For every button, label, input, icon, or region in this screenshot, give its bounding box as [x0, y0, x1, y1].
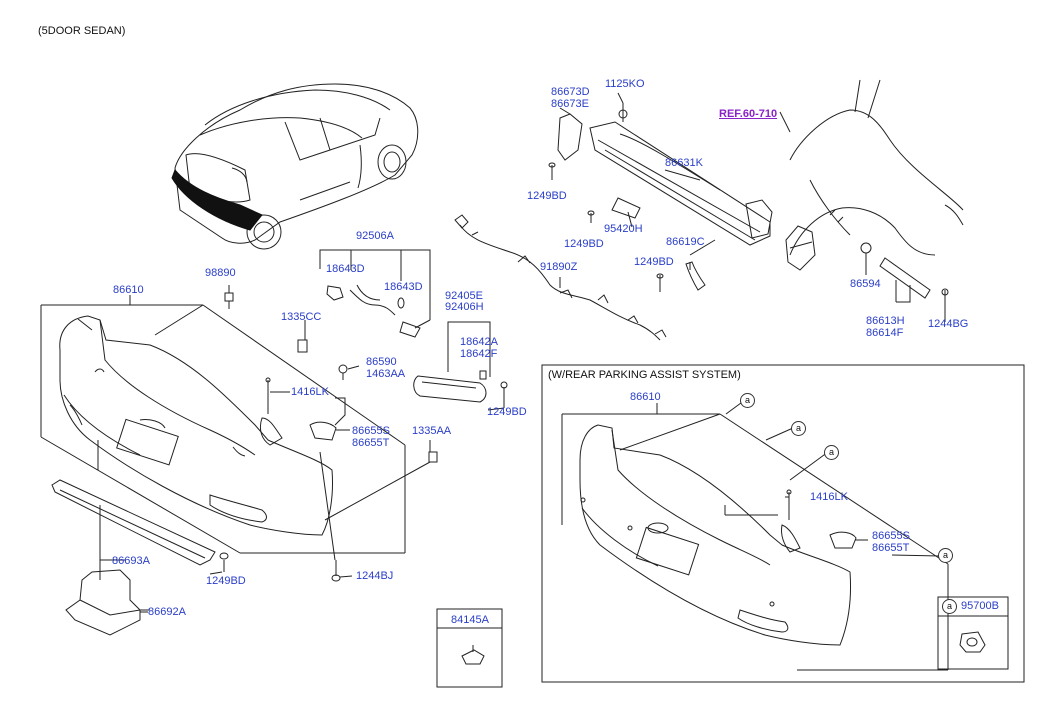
callout-92506A[interactable]: 92506A [356, 230, 394, 242]
callout-1335AA[interactable]: 1335AA [412, 425, 452, 437]
callout-1244BJ[interactable]: 1244BJ [356, 570, 394, 582]
car-overview-illustration [171, 83, 419, 250]
model-variant-caption: (5DOOR SEDAN) [38, 25, 126, 37]
callout-18643D-left[interactable]: 18643D [326, 263, 365, 275]
callout-1249BD-beam-right[interactable]: 1249BD [634, 256, 674, 268]
sensor-marker-a: a [942, 599, 957, 614]
callout-86673D[interactable]: 86673D [551, 86, 590, 98]
callout-86619C[interactable]: 86619C [666, 236, 705, 248]
callout-1125KO[interactable]: 1125KO [605, 78, 645, 90]
rear-harness-91890Z [454, 214, 667, 341]
callout-1249BD-lamp[interactable]: 1249BD [487, 406, 527, 418]
callout-92406H[interactable]: 92406H [445, 301, 484, 313]
callout-18642A[interactable]: 18642A [460, 336, 498, 348]
callout-1335CC[interactable]: 1335CC [281, 311, 322, 323]
inset-95700B [937, 596, 1009, 670]
callout-86673E[interactable]: 86673E [551, 98, 589, 110]
callout-86610-parking[interactable]: 86610 [630, 391, 661, 403]
callout-leader-lines [100, 92, 868, 613]
callout-86590[interactable]: 86590 [366, 356, 397, 368]
parking-assist-section-title: (W/REAR PARKING ASSIST SYSTEM) [548, 369, 741, 381]
callout-86610[interactable]: 86610 [113, 284, 144, 296]
fastener-drawings [219, 292, 438, 582]
callout-1249BD-bracket[interactable]: 1249BD [206, 575, 246, 587]
callout-18642F[interactable]: 18642F [460, 348, 498, 360]
bumper-impact-beam [548, 103, 773, 292]
callout-1416LK-parking[interactable]: 1416LK [810, 491, 848, 503]
rear-reflector-lamp [413, 321, 508, 408]
callout-18643D-right[interactable]: 18643D [384, 281, 423, 293]
callout-86594[interactable]: 86594 [850, 278, 881, 290]
rear-bumper-cover [59, 315, 333, 536]
callout-86693A[interactable]: 86693A [112, 555, 150, 567]
callout-86655T-parking[interactable]: 86655T [872, 542, 910, 554]
callout-86613H[interactable]: 86613H [866, 315, 905, 327]
sensor-marker-a[interactable]: a [740, 393, 755, 408]
callout-95700B[interactable]: 95700B [961, 600, 999, 612]
parking-assist-section-frame [541, 364, 1025, 683]
quarter-panel-illustration [779, 79, 964, 322]
callout-86692A[interactable]: 86692A [148, 606, 186, 618]
callout-1249BD-beam-left[interactable]: 1249BD [527, 190, 567, 202]
reference-link-60-710[interactable]: REF.60-710 [719, 108, 778, 120]
callout-86655S[interactable]: 86655S [352, 425, 390, 437]
callout-91890Z[interactable]: 91890Z [540, 261, 578, 273]
callout-1416LK[interactable]: 1416LK [291, 386, 329, 398]
callout-86655T[interactable]: 86655T [352, 437, 390, 449]
sensor-marker-a[interactable]: a [938, 548, 953, 563]
callout-86631K[interactable]: 86631K [665, 157, 703, 169]
callout-1463AA[interactable]: 1463AA [366, 368, 406, 380]
inset-84145A [436, 608, 503, 688]
callout-92405E[interactable]: 92405E [445, 290, 483, 302]
parking-bumper-cover [579, 424, 857, 646]
sensor-marker-a[interactable]: a [791, 421, 806, 436]
callout-1249BD-beam-mid[interactable]: 1249BD [564, 238, 604, 250]
callout-1244BG[interactable]: 1244BG [928, 318, 969, 330]
callout-86614F[interactable]: 86614F [866, 327, 904, 339]
callout-98890[interactable]: 98890 [205, 267, 236, 279]
wiring-harness-92506A [319, 249, 431, 338]
callout-84145A[interactable]: 84145A [451, 614, 489, 626]
sensor-marker-a[interactable]: a [824, 445, 839, 460]
main-bumper-assembly-frame [40, 295, 406, 554]
lower-bracket-and-undercover [51, 479, 216, 636]
callout-95420H[interactable]: 95420H [604, 223, 643, 235]
callout-86655S-parking[interactable]: 86655S [872, 530, 910, 542]
